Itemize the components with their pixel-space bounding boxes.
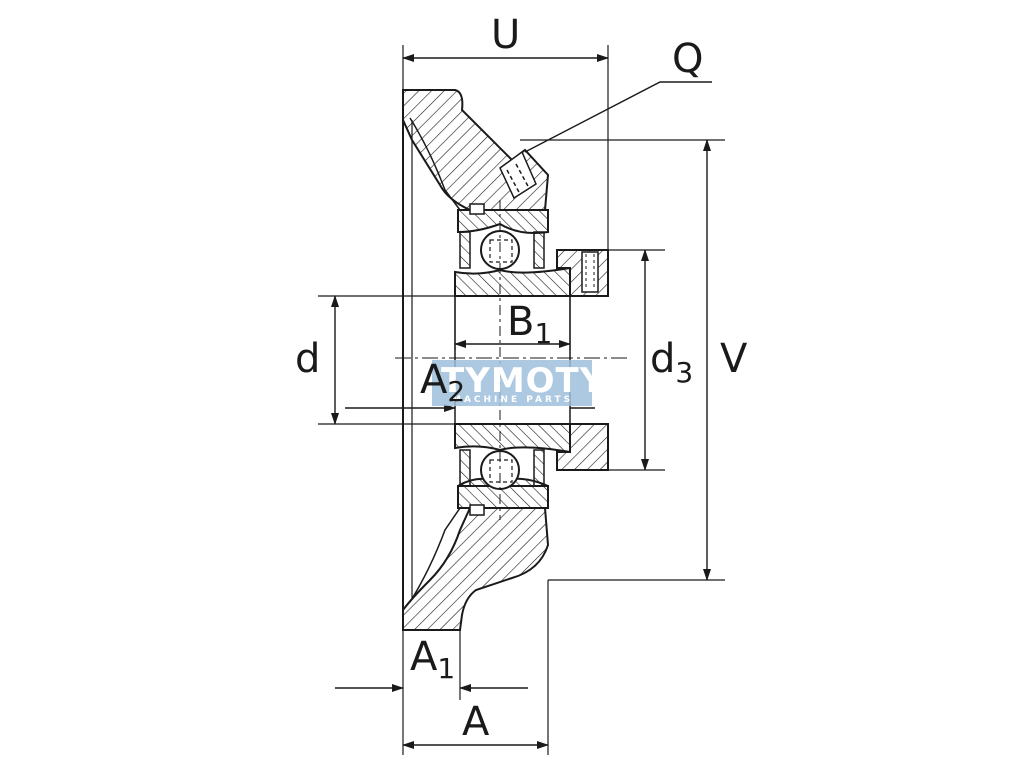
centerlines — [395, 200, 630, 520]
label-A2: A2 — [420, 357, 465, 408]
locking-collar — [556, 249, 609, 471]
extension-lines — [318, 45, 725, 755]
watermark-brand: TYMOTY — [441, 361, 605, 401]
watermark: TYMOTY MACHINE PARTS — [432, 360, 605, 406]
flange-inner-contour-bottom — [409, 507, 461, 603]
label-B1: B1 — [507, 299, 552, 350]
seals — [459, 231, 545, 487]
dimension-lines — [331, 54, 712, 749]
flange-lower-section — [402, 507, 550, 631]
label-A1: A1 — [410, 634, 455, 685]
set-screw — [581, 251, 599, 293]
label-A: A — [462, 699, 490, 745]
label-U: U — [491, 12, 520, 58]
watermark-background — [432, 360, 592, 406]
flange-inner-contour-top — [409, 117, 461, 211]
flange-upper-section — [402, 89, 550, 211]
label-d3: d3 — [650, 336, 693, 389]
grease-nipple — [499, 150, 537, 200]
label-Q: Q — [672, 36, 703, 82]
label-d: d — [295, 336, 320, 382]
leader-Q — [524, 81, 712, 153]
label-V: V — [720, 336, 748, 382]
watermark-tagline: MACHINE PARTS — [452, 395, 573, 405]
